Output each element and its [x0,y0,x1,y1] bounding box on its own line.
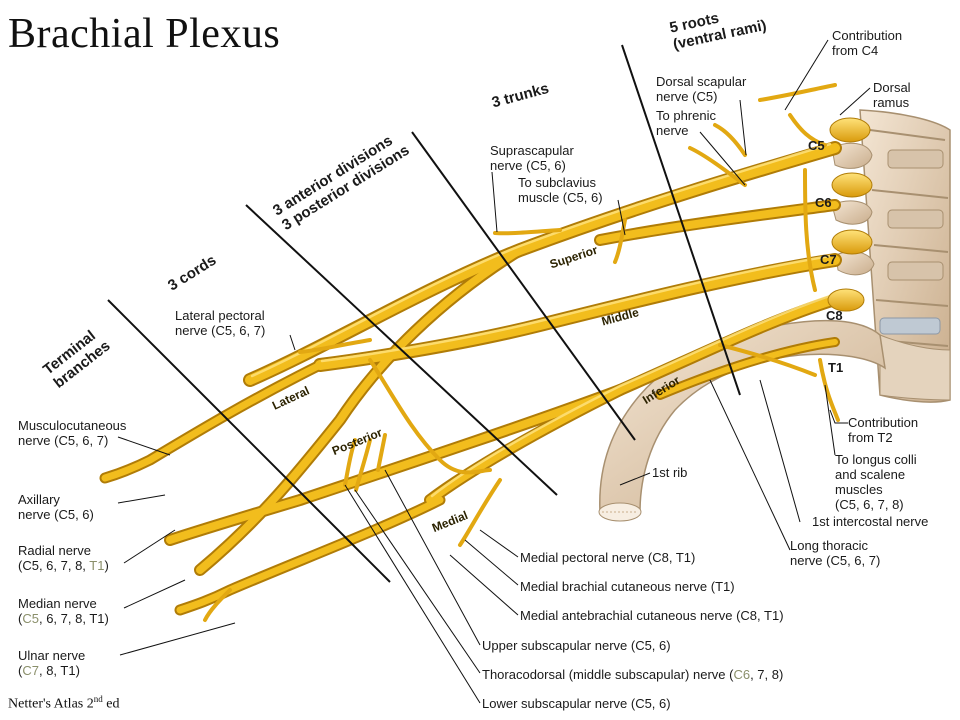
label-medial-brachial-cutaneous: Medial brachial cutaneous nerve (T1) [520,579,735,594]
section-dividers [107,44,741,583]
page-title: Brachial Plexus [8,11,281,57]
root-c5: C5 [808,138,825,153]
vertebral-column [831,109,951,403]
label-medial-antebrachial-cutaneous: Medial antebrachial cutaneous nerve (C8,… [520,608,784,623]
root-t1: T1 [828,360,844,375]
label-ulnar: Ulnar nerve(C7, 8, T1) [18,648,86,678]
spinal-ganglia [827,117,873,312]
label-medial-pectoral: Medial pectoral nerve (C8, T1) [520,550,696,565]
nerve-trunks [101,143,840,614]
label-upper-subscapular: Upper subscapular nerve (C5, 6) [482,638,671,653]
root-c8: C8 [826,308,843,323]
label-first-intercostal: 1st intercostal nerve [812,514,929,529]
root-c6: C6 [815,195,832,210]
root-c7: C7 [820,252,837,267]
label-first-rib: 1st rib [652,465,688,480]
leader-lines [117,39,871,704]
source-credit: Netter's Atlas 2nd ed [8,694,120,712]
label-lower-subscapular: Lower subscapular nerve (C5, 6) [482,696,671,711]
label-median: Median nerve(C5, 6, 7, 8, T1) [18,596,109,626]
nerve-branches [203,83,840,622]
label-thoracodorsal: Thoracodorsal (middle subscapular) nerve… [482,667,784,682]
label-radial: Radial nerve(C5, 6, 7, 8, T1) [18,543,109,573]
